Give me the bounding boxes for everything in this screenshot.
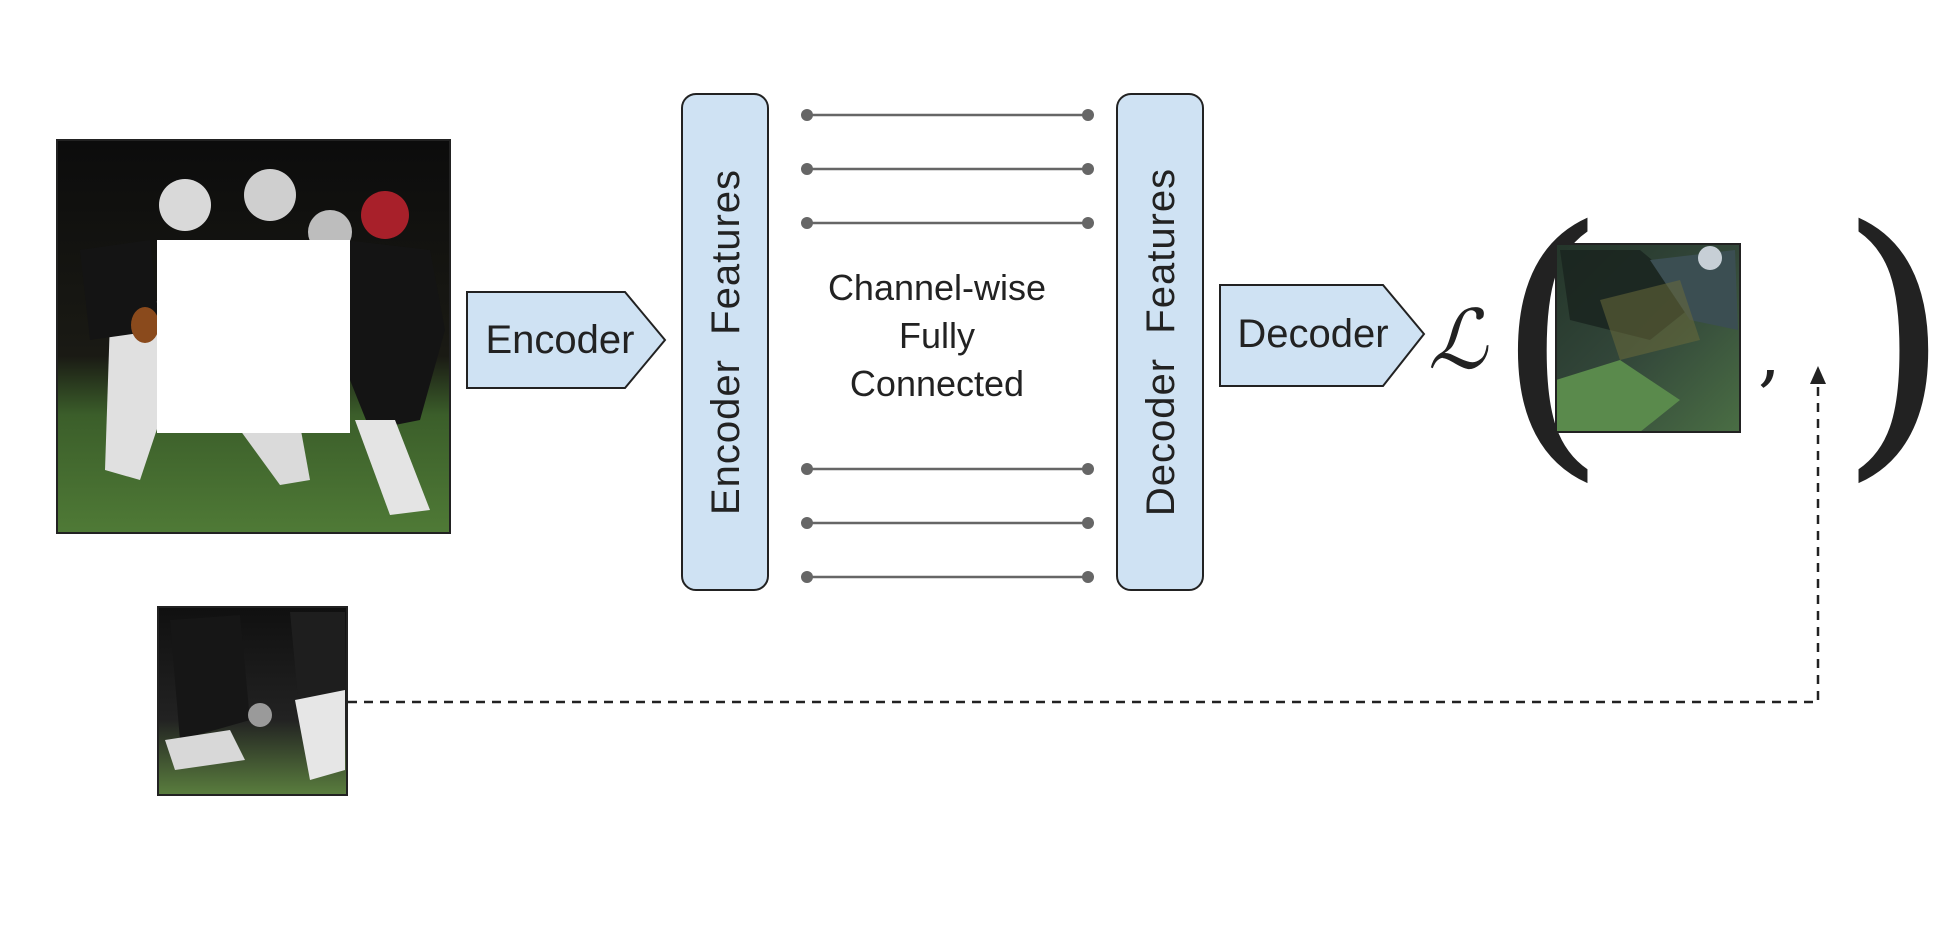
encoder-label: Encoder <box>486 318 635 362</box>
predicted-patch <box>1555 243 1741 433</box>
decoder-label: Decoder <box>1237 312 1388 356</box>
encoder-features-label: Encoder Features <box>704 169 748 515</box>
channel-wise-line-2: Fully <box>899 315 975 356</box>
channel-wise-connections <box>801 109 1094 583</box>
decoder-block: Decoder <box>1219 284 1426 387</box>
mask-hole <box>157 240 350 433</box>
players-illustration <box>80 169 445 515</box>
encoder-block: Encoder <box>466 291 667 389</box>
channel-wise-label: Channel-wise Fully Connected <box>828 267 1046 404</box>
channel-wise-line-3: Connected <box>850 363 1024 404</box>
masked-input-image <box>56 139 451 534</box>
connection-endpoint <box>1082 463 1094 475</box>
connection-endpoint <box>1082 163 1094 175</box>
comma: , <box>1758 311 1781 395</box>
channel-wise-line-1: Channel-wise <box>828 267 1046 308</box>
ground-truth-patch <box>157 606 348 796</box>
decoder-features-label: Decoder Features <box>1139 168 1183 516</box>
connection-endpoint <box>1082 109 1094 121</box>
encoder-features-block: Encoder Features <box>681 93 769 591</box>
loss-expression: ℒ ( , ) <box>1428 170 1951 507</box>
right-parenthesis: ) <box>1838 170 1951 507</box>
connection-endpoint <box>1082 571 1094 583</box>
connection-endpoint <box>1082 517 1094 529</box>
connection-endpoint <box>801 463 813 475</box>
connection-endpoint <box>801 571 813 583</box>
connection-endpoint <box>1082 217 1094 229</box>
connection-endpoint <box>801 109 813 121</box>
connection-endpoint <box>801 217 813 229</box>
ground-truth-arrow <box>348 366 1826 704</box>
decoder-features-block: Decoder Features <box>1116 93 1204 591</box>
connection-endpoint <box>801 163 813 175</box>
loss-symbol: ℒ <box>1428 293 1489 388</box>
connection-endpoint <box>801 517 813 529</box>
